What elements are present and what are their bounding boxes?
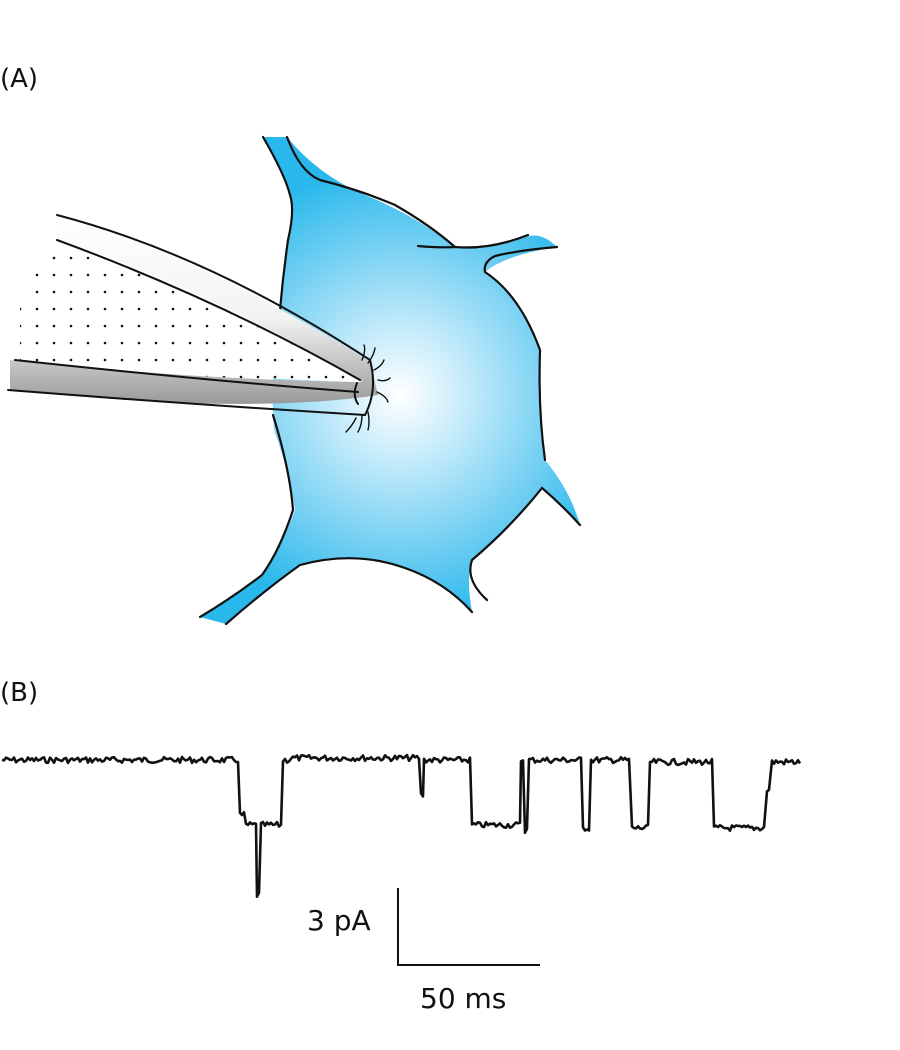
current-trace-line (1, 753, 802, 898)
scale-bar (397, 888, 540, 966)
panel-label-b: (B) (0, 678, 39, 708)
scale-bar-lines (397, 888, 540, 966)
time-scale-label: 50 ms (420, 982, 507, 1015)
neuron-cell-body (200, 137, 580, 624)
single-channel-current-trace (1, 753, 802, 898)
panel-label-a: (A) (0, 64, 39, 94)
cell-outline (198, 135, 582, 626)
patch-pipette (7, 214, 391, 433)
current-scale-label: 3 pA (307, 904, 371, 937)
patch-clamp-illustration (7, 135, 582, 626)
